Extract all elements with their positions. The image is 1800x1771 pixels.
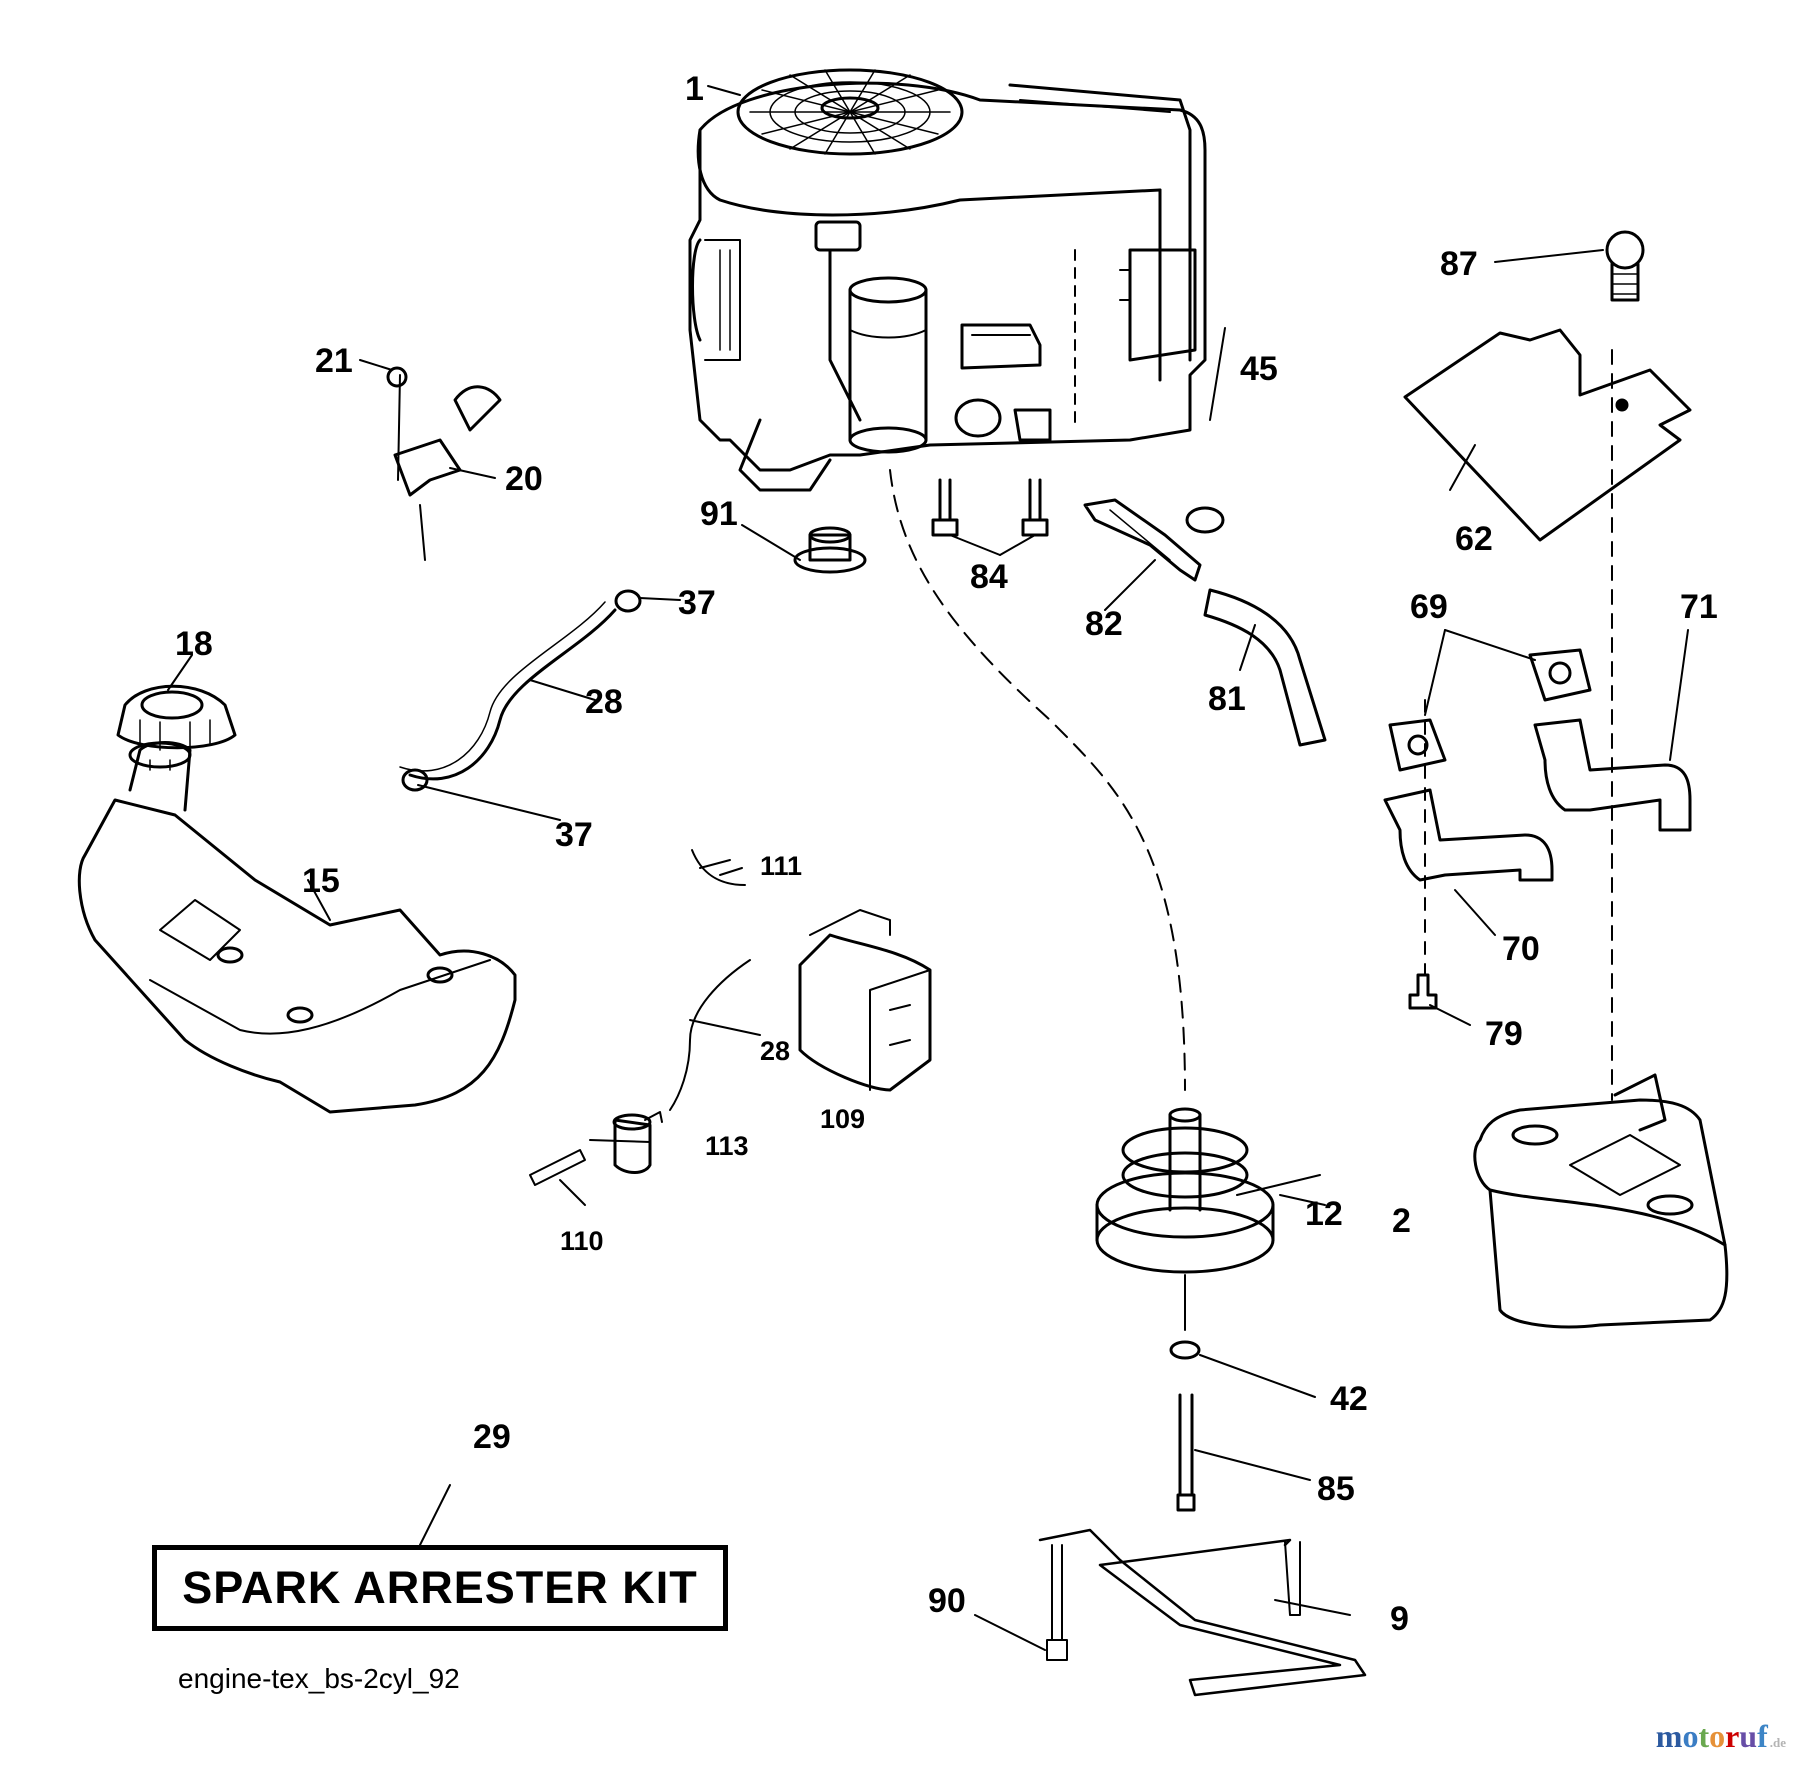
label-part-111: 111: [760, 851, 802, 881]
label-part-37a: 37: [678, 584, 716, 622]
label-part-12: 12: [1305, 1195, 1343, 1233]
label-part-110: 110: [560, 1226, 604, 1256]
label-part-71: 71: [1680, 588, 1718, 626]
label-part-81: 81: [1208, 680, 1246, 718]
engine-bolts-drawing: [931, 478, 1049, 537]
label-part-84: 84: [970, 558, 1008, 596]
label-part-9: 9: [1390, 1600, 1409, 1638]
label-part-18: 18: [175, 625, 213, 663]
spark-arrester-kit-box: SPARK ARRESTER KIT: [152, 1545, 728, 1631]
label-part-91: 91: [700, 495, 738, 533]
hose-81-drawing: [1203, 588, 1327, 747]
label-part-79: 79: [1485, 1015, 1523, 1053]
fuel-filter-drawing: [1083, 498, 1225, 582]
label-part-42: 42: [1330, 1380, 1368, 1418]
label-part-70: 70: [1502, 930, 1540, 968]
bushing-drawing: [793, 526, 867, 574]
label-part-62: 62: [1455, 520, 1493, 558]
engine-drawing: [688, 68, 1207, 492]
watermark-letter: r: [1725, 1718, 1740, 1754]
label-part-90: 90: [928, 1582, 966, 1620]
watermark-letter: f: [1757, 1718, 1768, 1754]
watermark-letter: u: [1739, 1718, 1758, 1754]
fitting-110-drawing: [529, 1149, 586, 1186]
muffler-drawing: [1473, 1073, 1729, 1329]
label-part-82: 82: [1085, 605, 1123, 643]
label-part-37b: 37: [555, 816, 593, 854]
label-part-45: 45: [1240, 350, 1278, 388]
hose-28b-drawing: [669, 959, 751, 1111]
label-part-109: 109: [820, 1104, 865, 1134]
pulley-bolt-drawing: [1169, 1340, 1201, 1512]
label-part-29: 29: [473, 1418, 511, 1456]
label-part-87: 87: [1440, 245, 1478, 283]
throttle-lever-drawing: [386, 366, 502, 561]
label-part-113: 113: [705, 1131, 749, 1161]
label-part-28a: 28: [585, 683, 623, 721]
label-part-21: 21: [315, 342, 353, 380]
label-part-2: 2: [1392, 1202, 1411, 1240]
heat-shield-drawing: [1403, 328, 1692, 542]
label-part-20: 20: [505, 460, 543, 498]
bolt-90-drawing: [1046, 1544, 1068, 1661]
watermark-suffix: .de: [1769, 1735, 1786, 1750]
label-part-28b: 28: [760, 1036, 790, 1066]
bracket-9-drawing: [1038, 1528, 1367, 1697]
label-part-69: 69: [1410, 588, 1448, 626]
air-filter-drawing: [798, 909, 932, 1092]
knob-bolt-drawing: [1605, 230, 1645, 302]
label-part-1: 1: [685, 70, 704, 108]
spark-arrester-kit-label: SPARK ARRESTER KIT: [182, 1562, 698, 1613]
watermark-letter: o: [1709, 1718, 1726, 1754]
diagram-caption: engine-tex_bs-2cyl_92: [178, 1663, 460, 1694]
exhaust-pipe-drawings: [1383, 699, 1692, 976]
fuel-shutoff-drawing: [612, 1111, 663, 1174]
label-part-85: 85: [1317, 1470, 1355, 1508]
bolt-79-drawing: [1408, 973, 1438, 1010]
watermark-letter: t: [1698, 1718, 1710, 1754]
fuel-cap-drawing: [116, 684, 237, 751]
label-part-15: 15: [302, 862, 340, 900]
gasket-drawings: [1388, 648, 1592, 772]
watermark-letter: o: [1682, 1718, 1699, 1754]
watermark-logo: motoruf.de: [1656, 1718, 1786, 1755]
watermark-letter: m: [1655, 1718, 1683, 1754]
fuel-hose-drawing: [399, 589, 642, 792]
pulley-drawing: [1095, 1107, 1275, 1331]
hose-111-drawing: [691, 849, 746, 886]
fuel-tank-drawing: [77, 741, 517, 1114]
